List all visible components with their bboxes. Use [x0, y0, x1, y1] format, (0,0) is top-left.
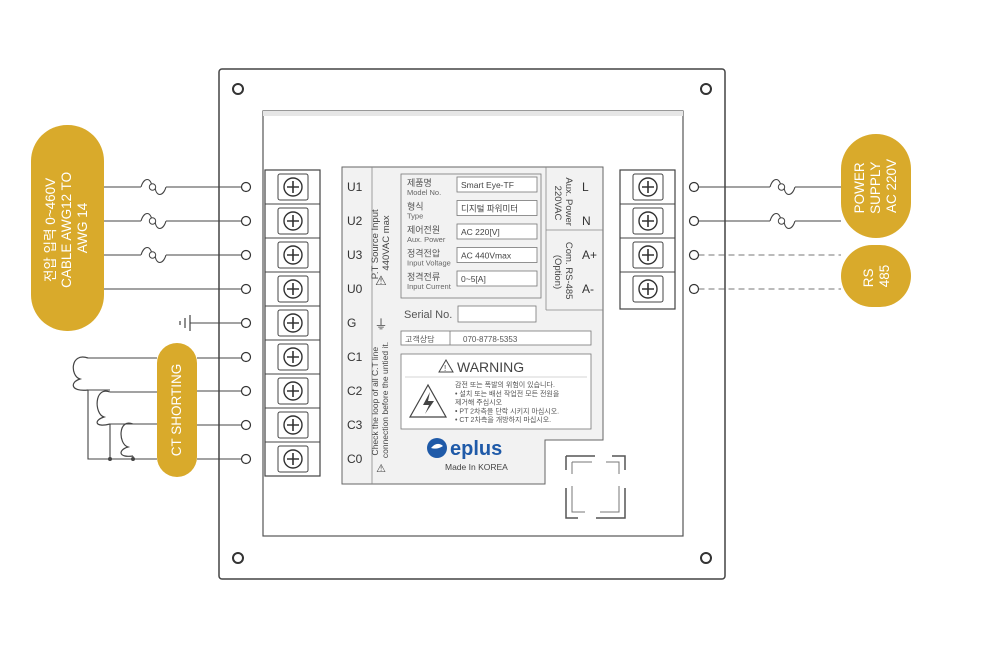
pt-source-line-2: 440VAC max — [381, 215, 392, 271]
spec-label-en: Type — [407, 212, 423, 221]
warning-exclamation-icon: ! — [444, 364, 446, 373]
ct-shorting-text: CT SHORTING — [169, 364, 184, 457]
ct-coil-3 — [121, 423, 133, 456]
ct-coil-2 — [97, 391, 110, 425]
voltage-input-line-1: 전압 입력 0~460V — [43, 178, 58, 282]
spec-label-ko: 형식 — [407, 202, 424, 212]
comm-line-2: (Option) — [552, 255, 563, 289]
terminal-connector-u3 — [242, 251, 251, 260]
terminal-connector-aplus — [690, 251, 699, 260]
terminal-label-aminus: A- — [582, 282, 594, 296]
spec-value: 0~5[A] — [461, 274, 486, 284]
terminal-label-u2: U2 — [347, 214, 363, 228]
fuse-node-icon — [778, 218, 784, 224]
spec-value: AC 440Vmax — [461, 251, 512, 261]
serial-field — [458, 306, 536, 322]
display-cutout-frame — [566, 456, 625, 518]
terminal-label-u1: U1 — [347, 180, 363, 194]
support-phone: 070-8778-5353 — [463, 335, 518, 344]
terminal-connector-l — [690, 183, 699, 192]
ct-warning-icon: ⚠ — [376, 463, 386, 475]
ct-note-line-2: connection before the untied it. — [380, 342, 390, 458]
ct-coil-1 — [73, 357, 88, 390]
terminal-connector-aminus — [690, 285, 699, 294]
mount-hole-top-left — [233, 84, 243, 94]
warning-line: 감전 또는 폭발의 위험이 있습니다. — [455, 380, 555, 389]
terminal-label-g: G — [347, 316, 356, 330]
serial-label: Serial No. — [404, 309, 452, 321]
terminal-connector-n — [690, 217, 699, 226]
spec-value: AC 220[V] — [461, 227, 500, 237]
terminal-connector-c2 — [242, 387, 251, 396]
terminal-connector-g — [242, 319, 251, 328]
terminal-connector-c0 — [242, 455, 251, 464]
spec-label-ko: 정격전류 — [407, 271, 440, 282]
power-supply-text: POWER SUPPLY AC 220V — [852, 158, 899, 214]
voltage-input-line-2: CABLE AWG12 TO — [59, 172, 74, 288]
terminal-label-n: N — [582, 214, 591, 228]
spec-label-ko: 정격전압 — [407, 248, 440, 259]
spec-value: 디지털 파워미터 — [461, 204, 518, 214]
spec-label-en: Model No. — [407, 188, 441, 197]
enclosure-inner-shade — [263, 111, 683, 116]
terminal-label-u0: U0 — [347, 282, 363, 296]
terminal-label-c0: C0 — [347, 452, 363, 466]
spec-label-en: Input Voltage — [407, 259, 451, 268]
warning-line: • 설치 또는 배선 작업전 모든 전원을 — [455, 389, 560, 398]
terminal-connector-u0 — [242, 285, 251, 294]
ct-note-label: Check the loop of all C.T line connectio… — [370, 342, 390, 458]
terminal-label-c1: C1 — [347, 350, 363, 364]
comm-line-1: Com. RS-485 — [563, 242, 574, 300]
ct-note-line-1: Check the loop of all C.T line — [370, 347, 380, 456]
power-supply-line-3: AC 220V — [884, 159, 899, 213]
terminal-connector-c1 — [242, 353, 251, 362]
rs485-pill — [841, 245, 911, 307]
support-label: 고객상담 — [405, 334, 435, 344]
rs485-line-2: 485 — [877, 265, 892, 288]
warning-line: • CT 2차측을 개방하지 마십시오. — [455, 415, 551, 424]
warning-title: WARNING — [457, 359, 524, 375]
terminal-label-u3: U3 — [347, 248, 363, 262]
terminal-label-l: L — [582, 180, 589, 194]
terminal-label-aplus: A+ — [582, 248, 597, 262]
fuse-node-icon — [149, 252, 155, 258]
ground-symbol-icon — [180, 315, 190, 331]
terminal-connector-u2 — [242, 217, 251, 226]
voltage-input-line-3: AWG 14 — [75, 202, 90, 253]
spec-label-ko: 제어전원 — [407, 225, 440, 235]
spec-label-en: Aux. Power — [407, 235, 446, 244]
mount-hole-bottom-right — [701, 553, 711, 563]
rs485-line-1: RS — [861, 269, 876, 288]
junction-dot — [108, 457, 112, 461]
fuse-node-icon — [149, 218, 155, 224]
ground-symbol-icon: ⏚ — [374, 317, 387, 332]
terminal-connector-c3 — [242, 421, 251, 430]
terminal-label-c2: C2 — [347, 384, 363, 398]
spec-value: Smart Eye-TF — [461, 180, 514, 190]
terminal-label-c3: C3 — [347, 418, 363, 432]
terminal-connector-u1 — [242, 183, 251, 192]
power-supply-line-1: POWER — [852, 162, 867, 213]
pt-warning-icon: ⚠ — [375, 273, 387, 288]
brand-name: eplus — [450, 438, 502, 460]
warning-line: 제거해 주십시오 — [455, 398, 503, 407]
warning-line: • PT 2차측을 단락 시키지 마십시오. — [455, 406, 559, 415]
fuse-node-icon — [778, 184, 784, 190]
pt-source-line-1: P.T Source Input — [370, 209, 381, 279]
mount-hole-top-right — [701, 84, 711, 94]
fuse-node-icon — [149, 184, 155, 190]
mount-hole-bottom-left — [233, 553, 243, 563]
junction-dot — [131, 457, 135, 461]
pt-source-label: P.T Source Input 440VAC max — [370, 207, 392, 280]
aux-power-line-2: 220VAC — [552, 186, 563, 221]
spec-label-en: Input Current — [407, 282, 452, 291]
spec-label-ko: 제품명 — [407, 178, 432, 188]
display-cutout-inner — [572, 462, 619, 512]
made-in-label: Made In KOREA — [445, 462, 508, 472]
power-supply-line-2: SUPPLY — [868, 162, 883, 214]
rs485-text: RS 485 — [861, 265, 892, 288]
aux-power-line-1: Aux. Power — [563, 177, 574, 226]
